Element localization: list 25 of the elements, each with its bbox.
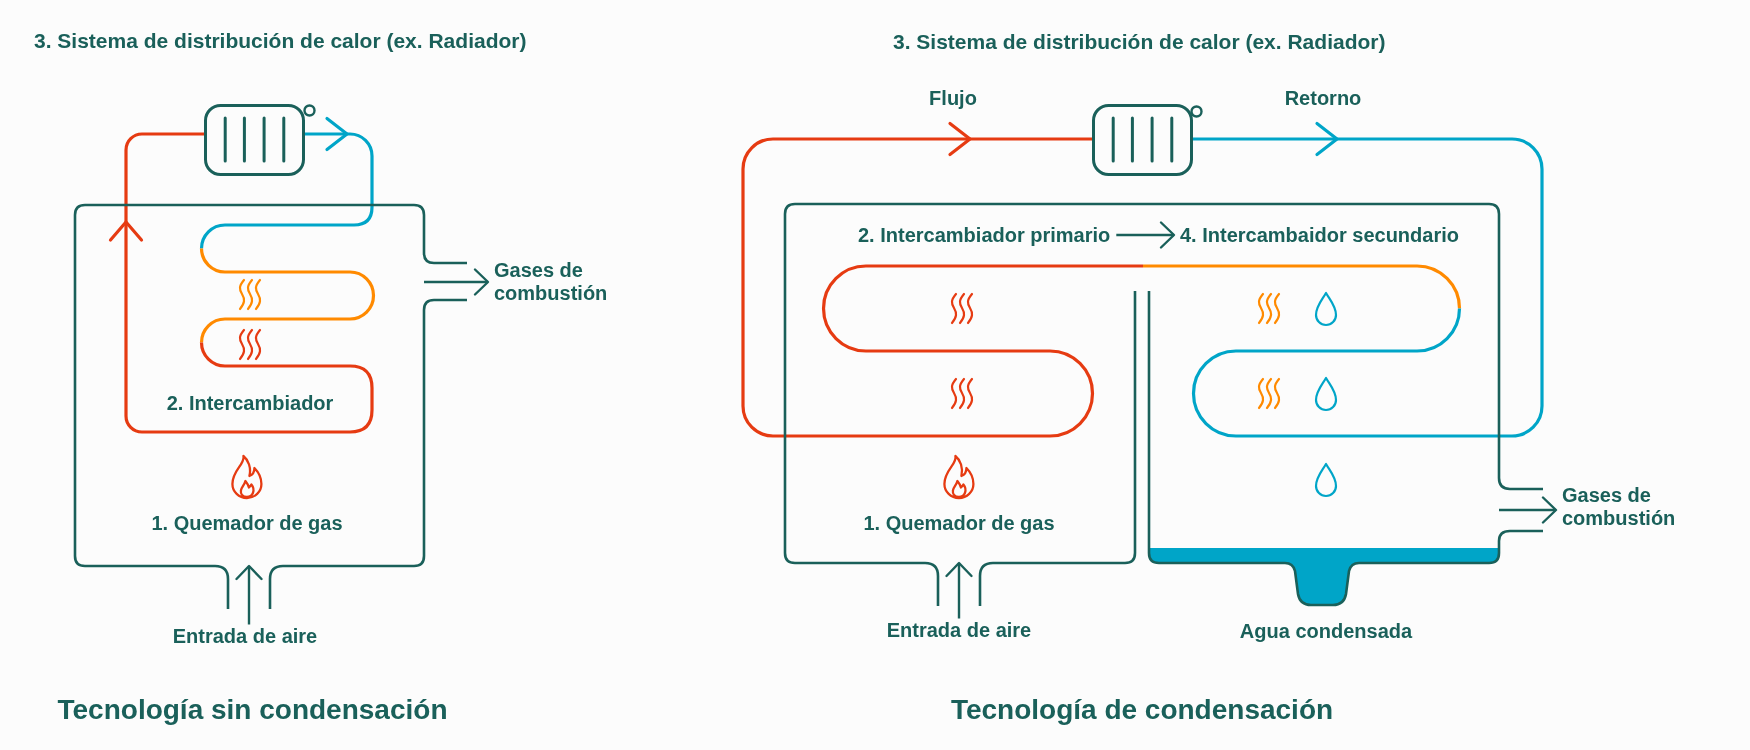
section-heading: 3. Sistema de distribución de calor (ex. Radiador) — [893, 30, 1386, 54]
part-label: 2. Intercambiador — [166, 391, 334, 415]
edge-label: Flujo — [929, 86, 977, 110]
part-label: 2. Intercambiador primario — [852, 223, 1117, 247]
arrow — [235, 564, 263, 625]
panel-caption: Tecnología sin condensación — [57, 694, 448, 726]
pipe — [305, 116, 374, 207]
part-label: Entrada de aire — [172, 624, 318, 648]
part-label: Gases de combustión — [1556, 483, 1686, 530]
arrow — [1116, 221, 1176, 249]
arrow — [424, 268, 490, 296]
panel-caption: Tecnología de condensación — [950, 694, 1334, 726]
part-label: Agua condensada — [1239, 619, 1413, 643]
edge-label: Retorno — [1284, 86, 1362, 110]
pipe — [108, 132, 204, 434]
part-label: Entrada de aire — [886, 618, 1032, 642]
part-label: 1. Quemador de gas — [863, 512, 1055, 535]
pipe — [741, 121, 1092, 438]
arrow — [1499, 496, 1558, 524]
part-label: Gases de combustión — [488, 259, 618, 305]
arrow — [945, 561, 973, 619]
pipe — [1193, 121, 1544, 438]
part-label: 1. Quemador de gas — [151, 512, 343, 535]
section-heading: 3. Sistema de distribución de calor (ex. Radiador) — [34, 29, 527, 53]
part-label: 4. Intercambaidor secundario — [1174, 223, 1465, 247]
